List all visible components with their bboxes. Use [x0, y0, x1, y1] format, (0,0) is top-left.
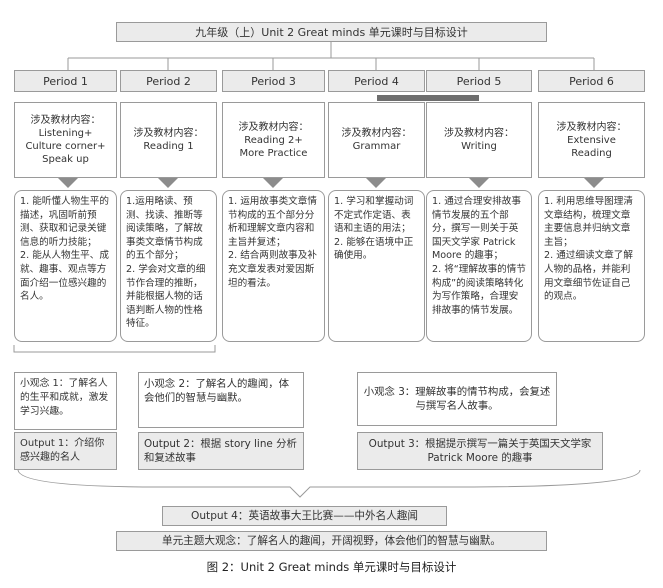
period-6-materials: 涉及教材内容： Extensive Reading — [538, 102, 645, 178]
arrow-down-icon — [263, 178, 283, 188]
period-4-objectives: 1. 学习和掌握动词不定式作定语、表语和主语的用法； 2. 能够在语境中正确使用… — [328, 190, 425, 342]
period-2-materials: 涉及教材内容： Reading 1 — [120, 102, 217, 178]
period-3-objectives: 1. 运用故事类文章情节构成的五个部分分析和理解文章内容和主旨并复述； 2. 结… — [222, 190, 325, 342]
period-5-label: Period 5 — [426, 70, 532, 92]
period-5-materials: 涉及教材内容： Writing — [426, 102, 532, 178]
concept-1-bracket — [13, 345, 216, 353]
arrow-down-icon — [584, 178, 604, 188]
output-bracket — [17, 469, 641, 498]
output-4: Output 4：英语故事大王比赛——中外名人趣闻 — [162, 506, 447, 526]
period-6-objectives: 1. 利用思维导图理清文章结构，梳理文章主要信息并归纳文章主旨； 2. 通过细读… — [538, 190, 645, 342]
period-1-materials: 涉及教材内容： Listening+ Culture corner+ Speak… — [14, 102, 117, 178]
concept-2: 小观念 2：了解名人的趣闻，体会他们的智慧与幽默。 — [138, 372, 304, 428]
period-4-label: Period 4 — [328, 70, 425, 92]
concept-3: 小观念 3：理解故事的情节构成，会复述与撰写名人故事。 — [357, 372, 557, 426]
concept-1: 小观念 1：了解名人的生平和成就，激发学习兴趣。 — [14, 372, 117, 430]
output-1: Output 1：介绍你感兴趣的名人 — [14, 432, 117, 470]
output-3: Output 3：根据提示撰写一篇关于英国天文学家 Patrick Moore … — [357, 432, 603, 470]
arrow-down-icon — [366, 178, 386, 188]
period-1-label: Period 1 — [14, 70, 117, 92]
arrow-down-icon — [58, 178, 78, 188]
period-2-objectives: 1.运用略读、预测、找读、推断等阅读策略，了解故事类文章情节构成的五个部分； 2… — [120, 190, 217, 342]
period-1-objectives: 1. 能听懂人物生平的描述，巩固听前预测、获取和记录关键信息的听力技能； 2. … — [14, 190, 117, 342]
unit-big-idea: 单元主题大观念：了解名人的趣闻，开阔视野，体会他们的智慧与幽默。 — [116, 531, 547, 551]
arrow-down-icon — [469, 178, 489, 188]
period-3-label: Period 3 — [222, 70, 325, 92]
diagram-title: 九年级（上）Unit 2 Great minds 单元课时与目标设计 — [116, 22, 547, 42]
figure-caption: 图 2：Unit 2 Great minds 单元课时与目标设计 — [206, 560, 457, 574]
period-2-label: Period 2 — [120, 70, 217, 92]
output-2: Output 2：根据 story line 分析和复述故事 — [138, 432, 304, 470]
period-5-objectives: 1. 通过合理安排故事情节发展的五个部分，撰写一则关于英国天文学家 Patric… — [426, 190, 532, 342]
period-3-materials: 涉及教材内容： Reading 2+ More Practice — [222, 102, 325, 178]
arrow-down-icon — [158, 178, 178, 188]
period-4-materials: 涉及教材内容： Grammar — [328, 102, 425, 178]
period-4-5-link — [377, 95, 479, 101]
period-6-label: Period 6 — [538, 70, 645, 92]
